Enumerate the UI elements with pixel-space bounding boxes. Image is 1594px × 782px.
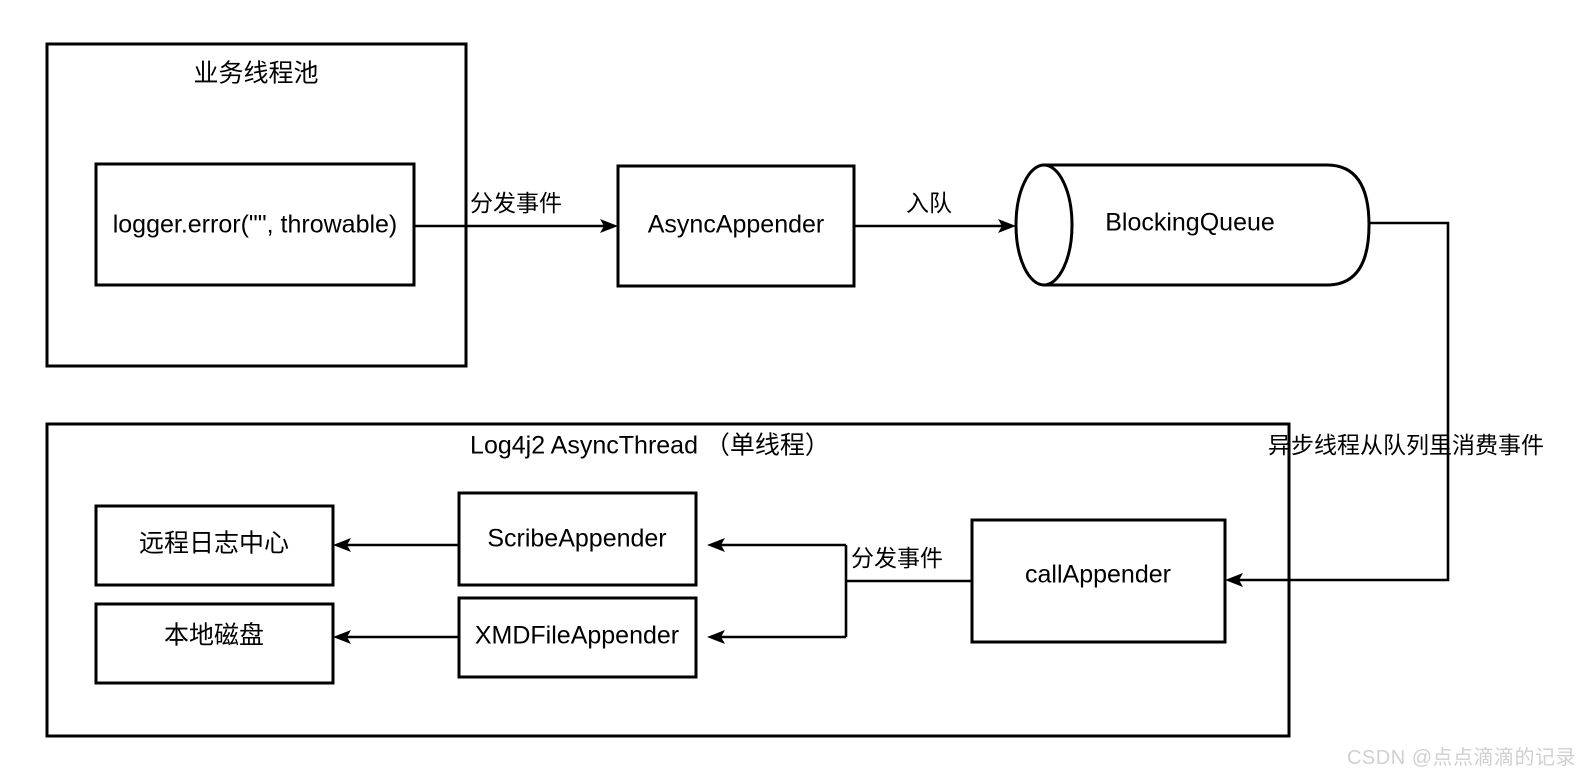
node-xmd-file-appender-box[interactable] — [457, 596, 698, 679]
node-xmd-file-appender-label: XMDFileAppender — [475, 622, 679, 650]
edge-scribe-to-remote — [333, 538, 459, 552]
csdn-watermark: CSDN @点点滴滴的记录 — [1346, 747, 1576, 769]
node-async-appender-label: AsyncAppender — [648, 211, 825, 239]
node-scribe-appender-box[interactable] — [457, 491, 698, 587]
edge-dispatch-event-top-label: 分发事件 — [470, 190, 562, 216]
edge-xmdfile-to-disk-arrowhead — [333, 630, 351, 644]
node-scribe-appender-label: ScribeAppender — [487, 525, 666, 553]
node-remote-log-center-box[interactable] — [94, 504, 335, 587]
node-call-appender[interactable]: callAppender — [970, 518, 1227, 644]
edge-dispatch-event-top-arrowhead — [600, 219, 618, 233]
node-remote-log-center-label: 远程日志中心 — [139, 530, 289, 558]
node-scribe-appender[interactable]: ScribeAppender — [457, 491, 698, 587]
node-logger-error[interactable]: logger.error("", throwable) — [94, 162, 416, 287]
edge-dispatch-event-bottom: 分发事件 — [707, 538, 972, 644]
group-log4j2-async-thread-title: Log4j2 AsyncThread （单线程） — [470, 432, 830, 460]
node-xmd-file-appender[interactable]: XMDFileAppender — [457, 596, 698, 679]
node-remote-log-center[interactable]: 远程日志中心 — [94, 504, 335, 587]
node-local-disk-box[interactable] — [94, 602, 335, 685]
node-blocking-queue[interactable]: BlockingQueue — [1014, 163, 1371, 287]
node-blocking-queue-cap — [1014, 163, 1074, 287]
node-logger-error-label: logger.error("", throwable) — [113, 211, 398, 239]
edge-enqueue-label: 入队 — [906, 190, 952, 216]
edge-consume-from-queue-label: 异步线程从队列里消费事件 — [1268, 432, 1544, 458]
edge-consume-from-queue-arrowhead — [1225, 573, 1243, 587]
edge-enqueue: 入队 — [854, 190, 1016, 233]
node-local-disk[interactable]: 本地磁盘 — [94, 602, 335, 685]
edge-enqueue-arrowhead — [998, 219, 1016, 233]
edge-consume-from-queue: 异步线程从队列里消费事件 — [1225, 221, 1544, 587]
node-local-disk-label: 本地磁盘 — [164, 622, 264, 650]
node-call-appender-box[interactable] — [970, 518, 1227, 644]
edge-xmdfile-to-disk — [333, 630, 459, 644]
group-business-thread-pool-title: 业务线程池 — [193, 60, 318, 88]
edge-consume-from-queue-line — [1237, 221, 1450, 582]
edge-to-scribe-arrowhead — [707, 538, 725, 552]
edge-to-xmdfile-arrowhead — [707, 630, 725, 644]
node-async-appender-box[interactable] — [616, 164, 856, 288]
node-blocking-queue-body[interactable] — [1042, 163, 1371, 287]
node-async-appender[interactable]: AsyncAppender — [616, 164, 856, 288]
node-call-appender-label: callAppender — [1025, 561, 1171, 589]
edge-scribe-to-remote-arrowhead — [333, 538, 351, 552]
node-logger-error-box[interactable] — [94, 162, 416, 287]
node-blocking-queue-label: BlockingQueue — [1105, 209, 1275, 237]
edge-dispatch-event-bottom-label: 分发事件 — [851, 545, 943, 571]
edge-dispatch-event-top: 分发事件 — [414, 190, 618, 233]
